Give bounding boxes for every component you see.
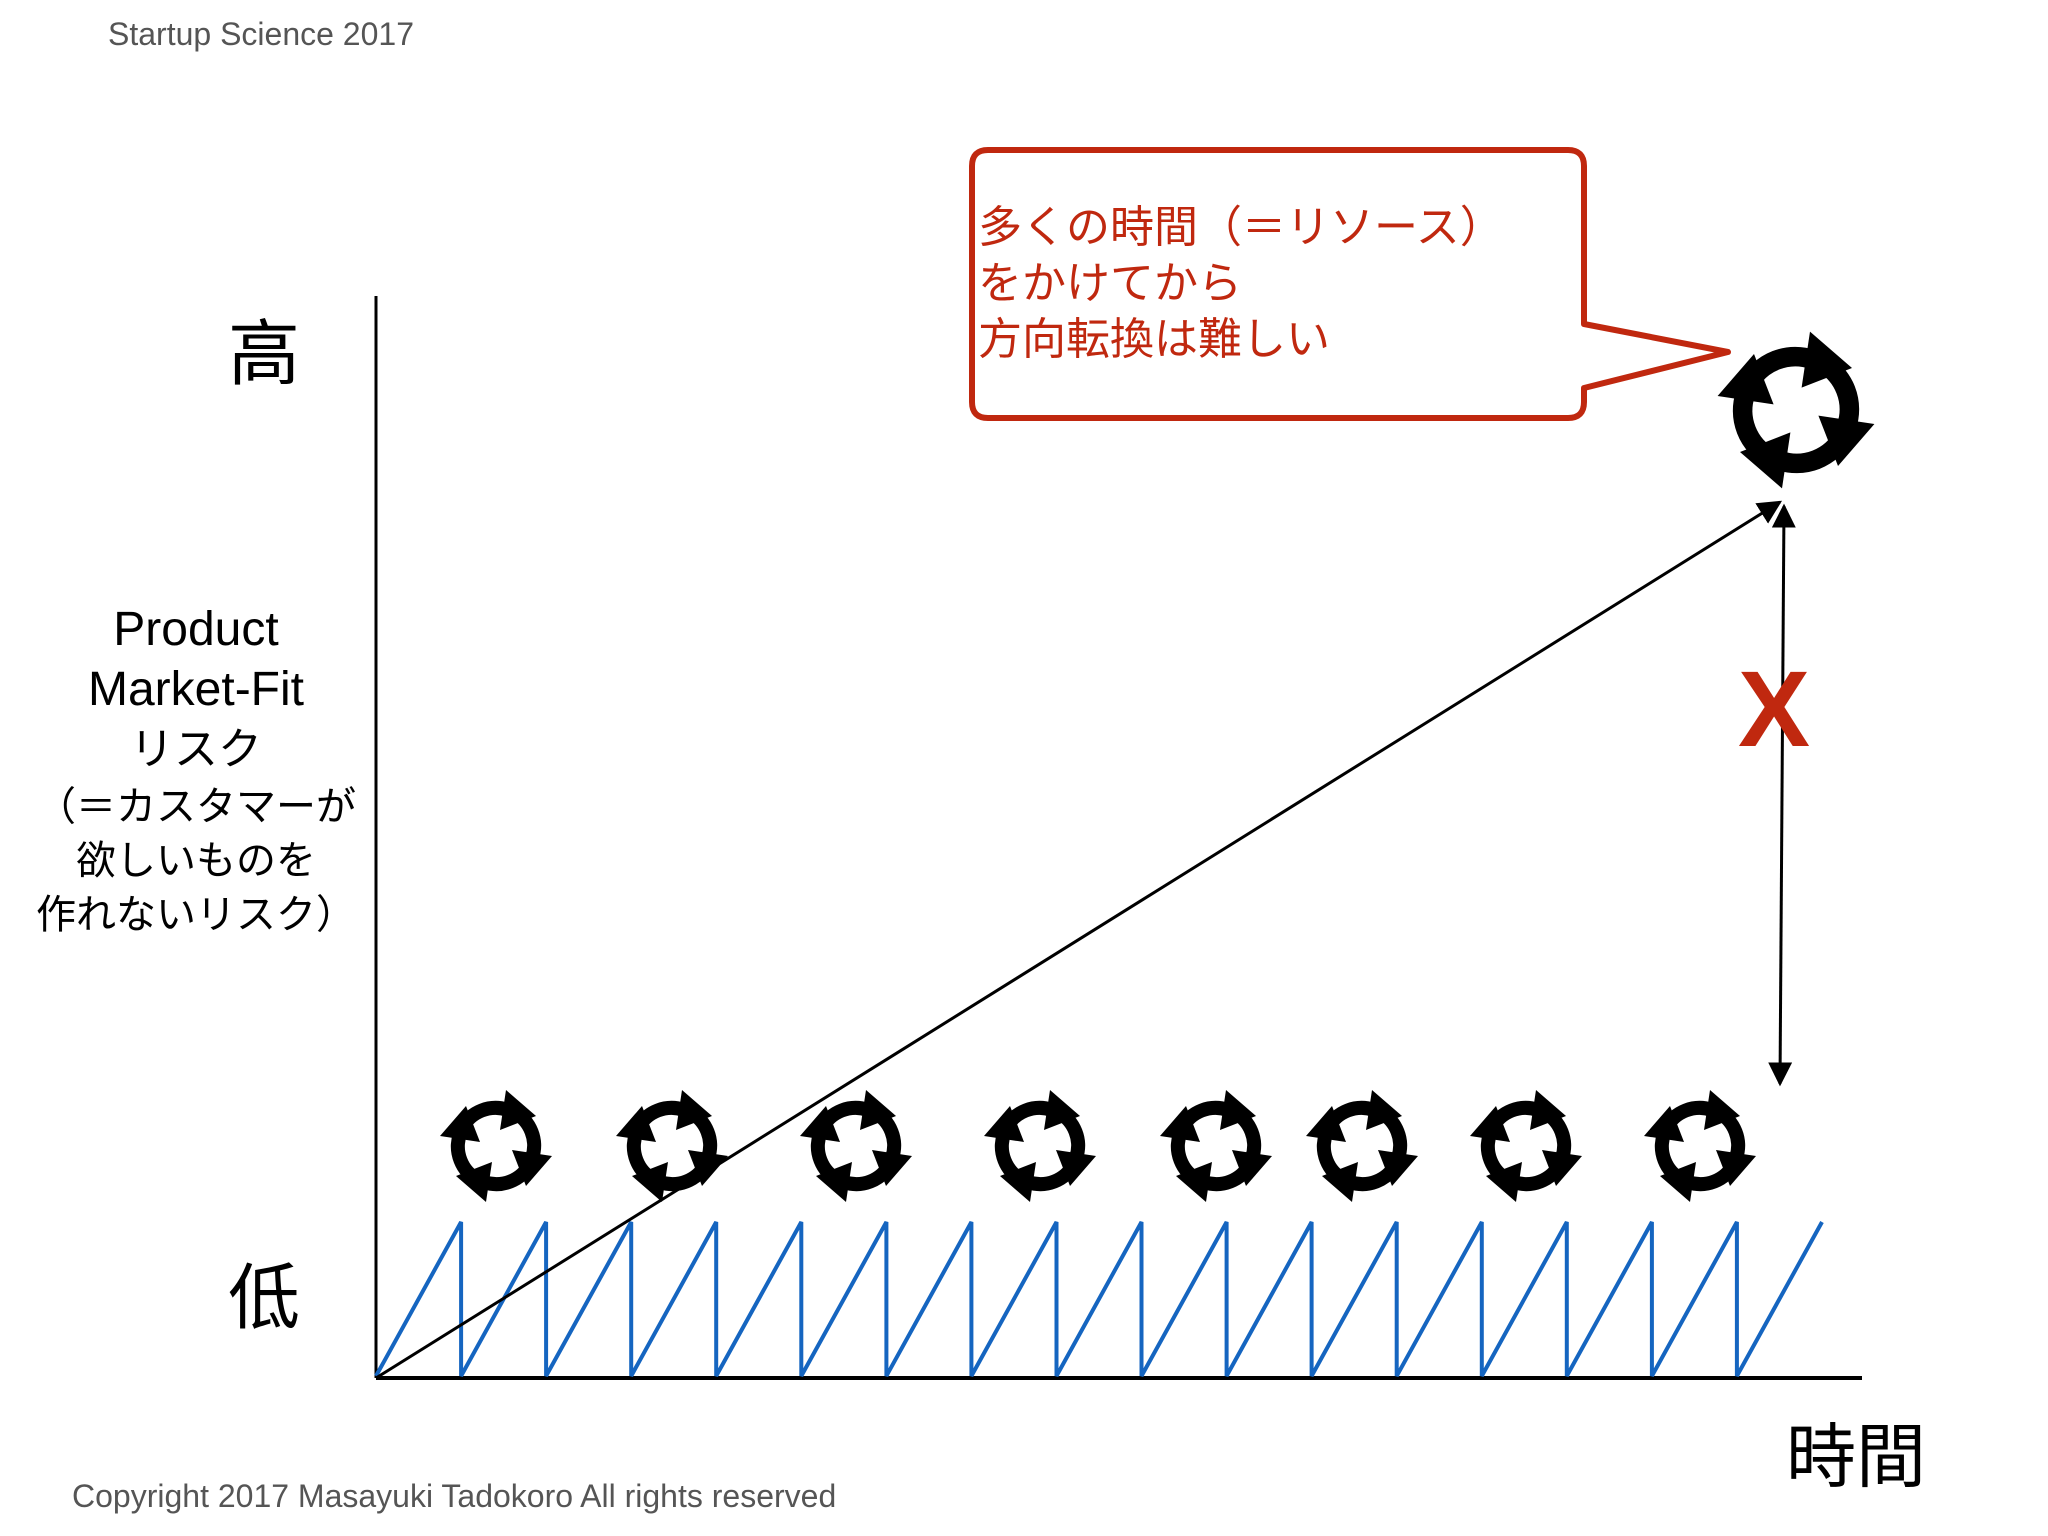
callout-text: 多くの時間（＝リソース） をかけてから 方向転換は難しい — [978, 200, 1504, 368]
cycle-arrows-icon — [440, 1090, 552, 1202]
x-axis-label: 時間 — [1786, 1416, 1926, 1498]
long-path-line — [375, 500, 1783, 1380]
y-label-line: リスク — [130, 724, 262, 775]
cycle-arrows-icon — [1306, 1090, 1418, 1202]
y-label-line: （＝カスタマーが — [36, 784, 356, 830]
callout-bubble — [969, 147, 1731, 421]
gap-arrow — [1768, 503, 1796, 1087]
y-label-line: 欲しいものを — [76, 838, 316, 884]
cycle-arrows-icon — [1644, 1090, 1756, 1202]
y-label-line: 作れないリスク） — [36, 892, 356, 938]
cycle-arrows-icon — [1160, 1090, 1272, 1202]
copyright-footer: Copyright 2017 Masayuki Tadokoro All rig… — [72, 1478, 837, 1514]
cycle-arrows-icon — [800, 1090, 912, 1202]
y-label-line: Market-Fit — [88, 663, 304, 716]
header-title: Startup Science 2017 — [108, 16, 414, 52]
callout-line: 多くの時間（＝リソース） — [978, 202, 1504, 253]
cycle-arrows-icon — [984, 1090, 1096, 1202]
y-axis-description: Product Market-Fit リスク （＝カスタマーが 欲しいものを 作… — [0, 600, 392, 942]
cycle-arrows-icon-large — [1718, 332, 1875, 489]
gap-marker: X — [1738, 648, 1811, 769]
sawtooth-iterations — [374, 1221, 1824, 1377]
callout-line: をかけてから — [978, 258, 1242, 309]
y-axis-low-label: 低 — [228, 1256, 301, 1340]
cycle-arrows-icon — [1470, 1090, 1582, 1202]
y-label-line: Product — [113, 603, 279, 656]
callout-line: 方向転換は難しい — [978, 314, 1330, 365]
y-axis-high-label: 高 — [228, 312, 301, 396]
cycle-arrows-icon — [616, 1090, 728, 1202]
